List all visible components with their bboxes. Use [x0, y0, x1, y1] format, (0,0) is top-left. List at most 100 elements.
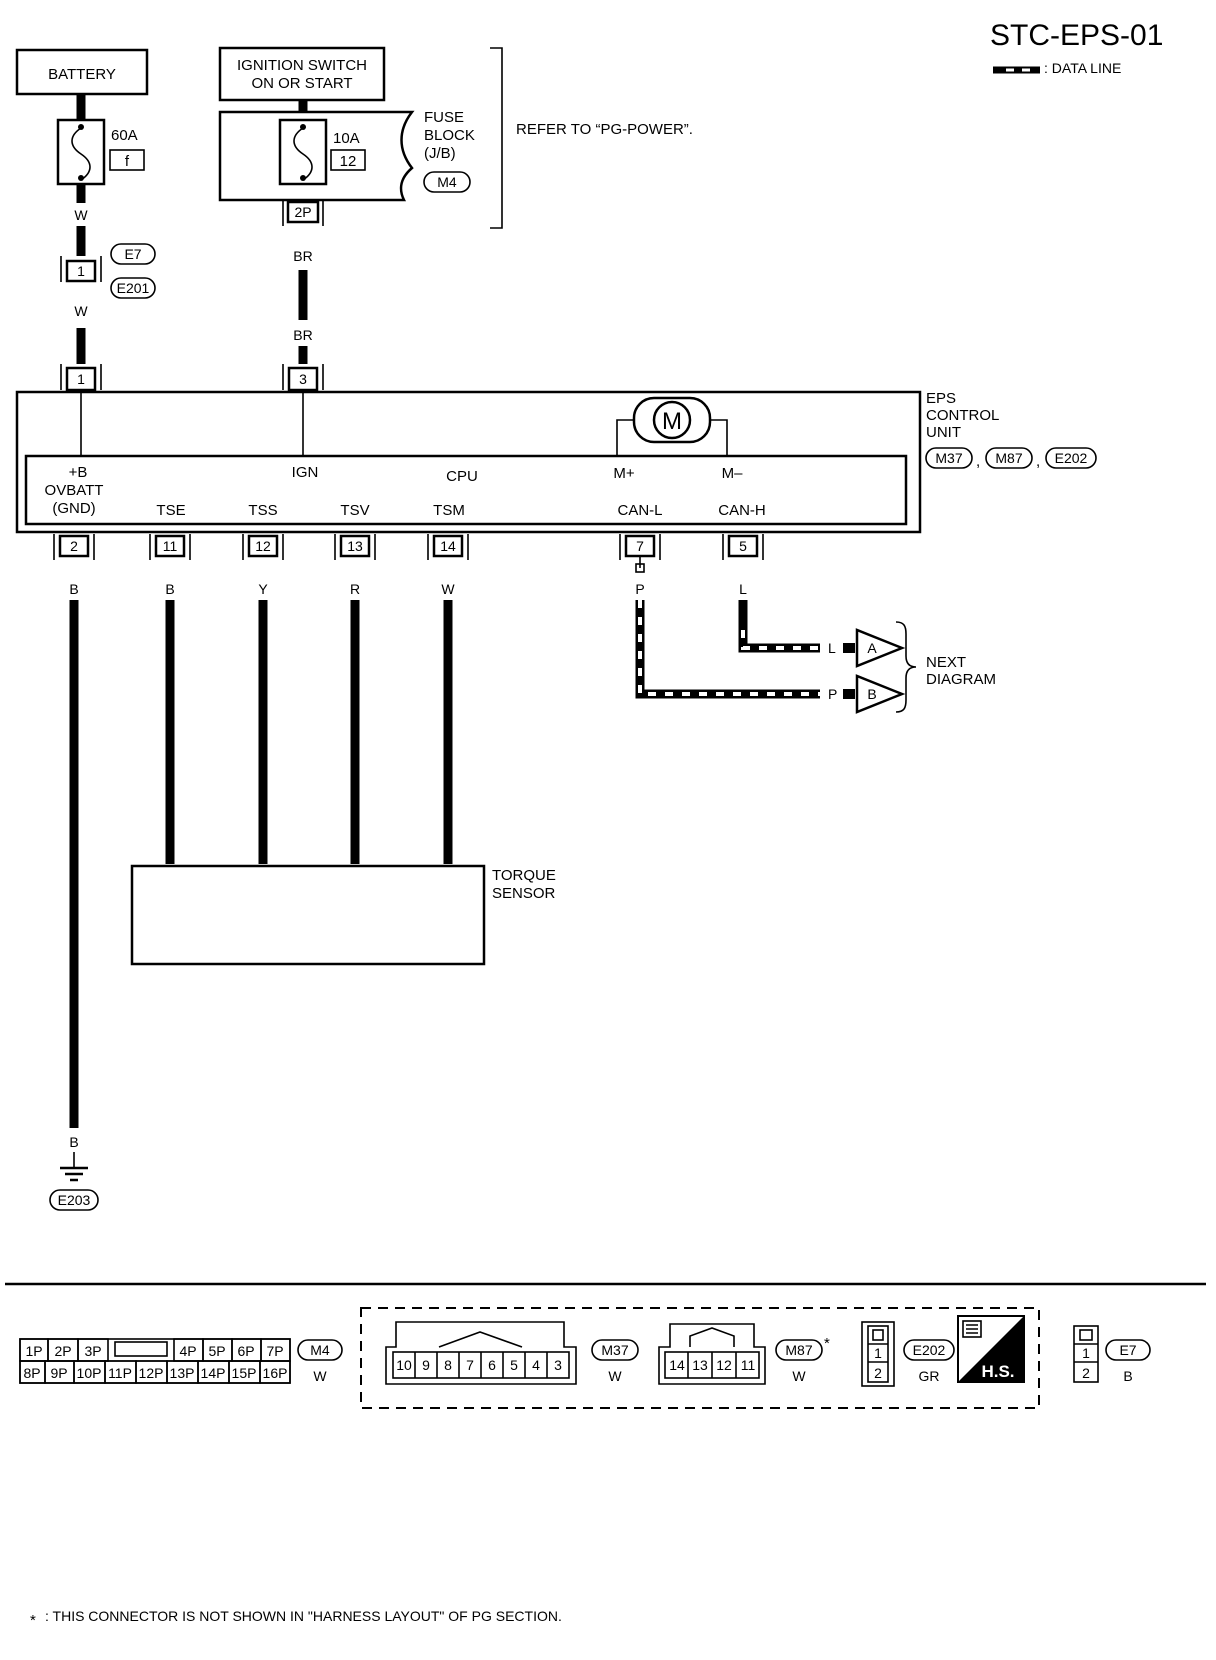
battery-wire-color: W [74, 207, 88, 223]
connector-m4-id: M4 [310, 1342, 330, 1358]
eps-bottom-pin-11: 11 [149, 534, 191, 560]
joint-connector: 1 [60, 256, 102, 283]
m4-pin-8p: 8P [23, 1365, 40, 1381]
next-a-label: A [867, 640, 877, 656]
terminal-m-minus: M– [722, 465, 743, 482]
connector-m37-color: W [608, 1368, 622, 1384]
footnote-text: : THIS CONNECTOR IS NOT SHOWN IN "HARNES… [45, 1608, 562, 1624]
m4-pin-3p: 3P [84, 1343, 101, 1359]
m4-pin-4p: 4P [179, 1343, 196, 1359]
terminal-can-h: CAN-H [718, 502, 766, 519]
ignition-switch-box [218, 46, 386, 102]
connector-m37-face: 10 9 8 7 6 5 4 3 [385, 1321, 577, 1385]
terminal-cpu: CPU [446, 468, 478, 485]
eps-conn-sep-2: , [1036, 453, 1040, 470]
battery-fuse-id: f [125, 153, 130, 170]
eps-bottom-pin-14-label: 14 [440, 538, 456, 554]
terminal-b-plus: +B [69, 464, 88, 481]
eps-conn-sep-1: , [976, 453, 980, 470]
connector-m4-face: 1P 2P 3P 4P 5P 6P 7P 8P 9P 10P 11P 12P 1… [19, 1338, 291, 1384]
m37-pin-8: 8 [444, 1357, 452, 1373]
m4-pin-2p: 2P [54, 1343, 71, 1359]
torque-sensor-label-2: SENSOR [492, 885, 556, 902]
terminal-ovbatt: OVBATT [45, 482, 104, 499]
ground-symbol [60, 1152, 88, 1182]
m4-pin-10p: 10P [77, 1365, 102, 1381]
eps-label-1: EPS [926, 390, 956, 407]
eps-conn-m37: M37 [935, 450, 962, 466]
connector-e7-face: 1 2 [1073, 1325, 1099, 1383]
ground-wire-color: B [69, 1134, 78, 1150]
terminal-tsm: TSM [433, 502, 465, 519]
hs-badge: H.S. [957, 1315, 1025, 1383]
eps-bottom-pin-11-label: 11 [163, 538, 178, 554]
footnote-star: * [30, 1612, 36, 1629]
next-diagram-label-2: DIAGRAM [926, 671, 996, 688]
connector-m87-id: M87 [785, 1342, 812, 1358]
fuse-block-fuse [278, 118, 328, 186]
wire-color-pin-7: P [635, 581, 644, 597]
connector-m4-color: W [313, 1368, 327, 1384]
hs-badge-text: H.S. [981, 1362, 1014, 1381]
torque-sensor-box [130, 864, 486, 966]
eps-cpu-box [24, 454, 908, 526]
fuse-block-label-3: (J/B) [424, 145, 456, 162]
fuse-block-pin-connector: 2P [282, 200, 324, 226]
terminal-tse: TSE [156, 502, 185, 519]
wire-color-pin-5: L [739, 581, 747, 597]
m4-pin-1p: 1P [25, 1343, 42, 1359]
eps-bottom-pin-5: 5 [722, 534, 764, 560]
terminal-ign: IGN [292, 464, 319, 481]
m4-pin-9p: 9P [50, 1365, 67, 1381]
m4-pin-5p: 5P [208, 1343, 225, 1359]
eps-bottom-pin-13: 13 [334, 534, 376, 560]
m87-pin-12: 12 [716, 1357, 732, 1373]
data-line-legend-text: : DATA LINE [1044, 60, 1121, 76]
eps-bottom-pin-2-label: 2 [70, 538, 78, 554]
fuse-block-pin: 2P [294, 204, 311, 220]
ground-connector: E203 [58, 1192, 91, 1208]
eps-bottom-pin-14: 14 [427, 534, 469, 560]
diagram-title: STC-EPS-01 [990, 19, 1163, 52]
connector-e7-id: E7 [1119, 1342, 1136, 1358]
next-b-arrow [855, 674, 906, 714]
m37-pin-7: 7 [466, 1357, 474, 1373]
refer-bracket [490, 47, 503, 229]
e7-pin-2: 2 [1082, 1365, 1090, 1381]
can-h-data-line [738, 600, 820, 653]
eps-top-pin-1: 1 [60, 364, 102, 392]
m87-pin-14: 14 [669, 1357, 685, 1373]
wire-color-pin-14: W [441, 581, 455, 597]
eps-label-2: CONTROL [926, 407, 999, 424]
terminal-tsv: TSV [340, 502, 369, 519]
next-a-arrow [855, 628, 906, 668]
m37-pin-9: 9 [422, 1357, 430, 1373]
next-b-label: B [867, 686, 876, 702]
joint-pin: 1 [77, 263, 85, 279]
ignition-wire-color: BR [293, 327, 312, 343]
eps-top-pin-3-label: 3 [299, 371, 307, 387]
eps-bottom-pin-7: 7 [619, 534, 661, 560]
joint-wire-color: W [74, 303, 88, 319]
next-diagram-label-1: NEXT [926, 654, 966, 671]
m37-pin-4: 4 [532, 1357, 540, 1373]
eps-bottom-pin-12-label: 12 [255, 538, 271, 554]
refer-note: REFER TO “PG-POWER”. [516, 121, 693, 138]
battery-box [15, 48, 149, 96]
next-a-wire-color: L [828, 640, 836, 656]
fuse-block-wire-color: BR [293, 248, 312, 264]
connector-m37-id: M37 [601, 1342, 628, 1358]
eps-bottom-pin-2: 2 [53, 534, 95, 560]
battery-fuse-amp: 60A [111, 127, 138, 144]
fuse-block-label-1: FUSE [424, 109, 464, 126]
motor-label: M [662, 408, 682, 435]
eps-top-pin-1-label: 1 [77, 371, 85, 387]
fuse-block-fuse-id: 12 [340, 153, 357, 170]
wire-color-pin-2: B [69, 581, 78, 597]
m4-pin-15p: 15P [232, 1365, 257, 1381]
terminal-tss: TSS [248, 502, 277, 519]
eps-bottom-pin-13-label: 13 [347, 538, 363, 554]
m4-pin-11p: 11P [108, 1365, 132, 1381]
next-b-wire-color: P [828, 686, 837, 702]
e202-pin-1: 1 [874, 1345, 882, 1361]
